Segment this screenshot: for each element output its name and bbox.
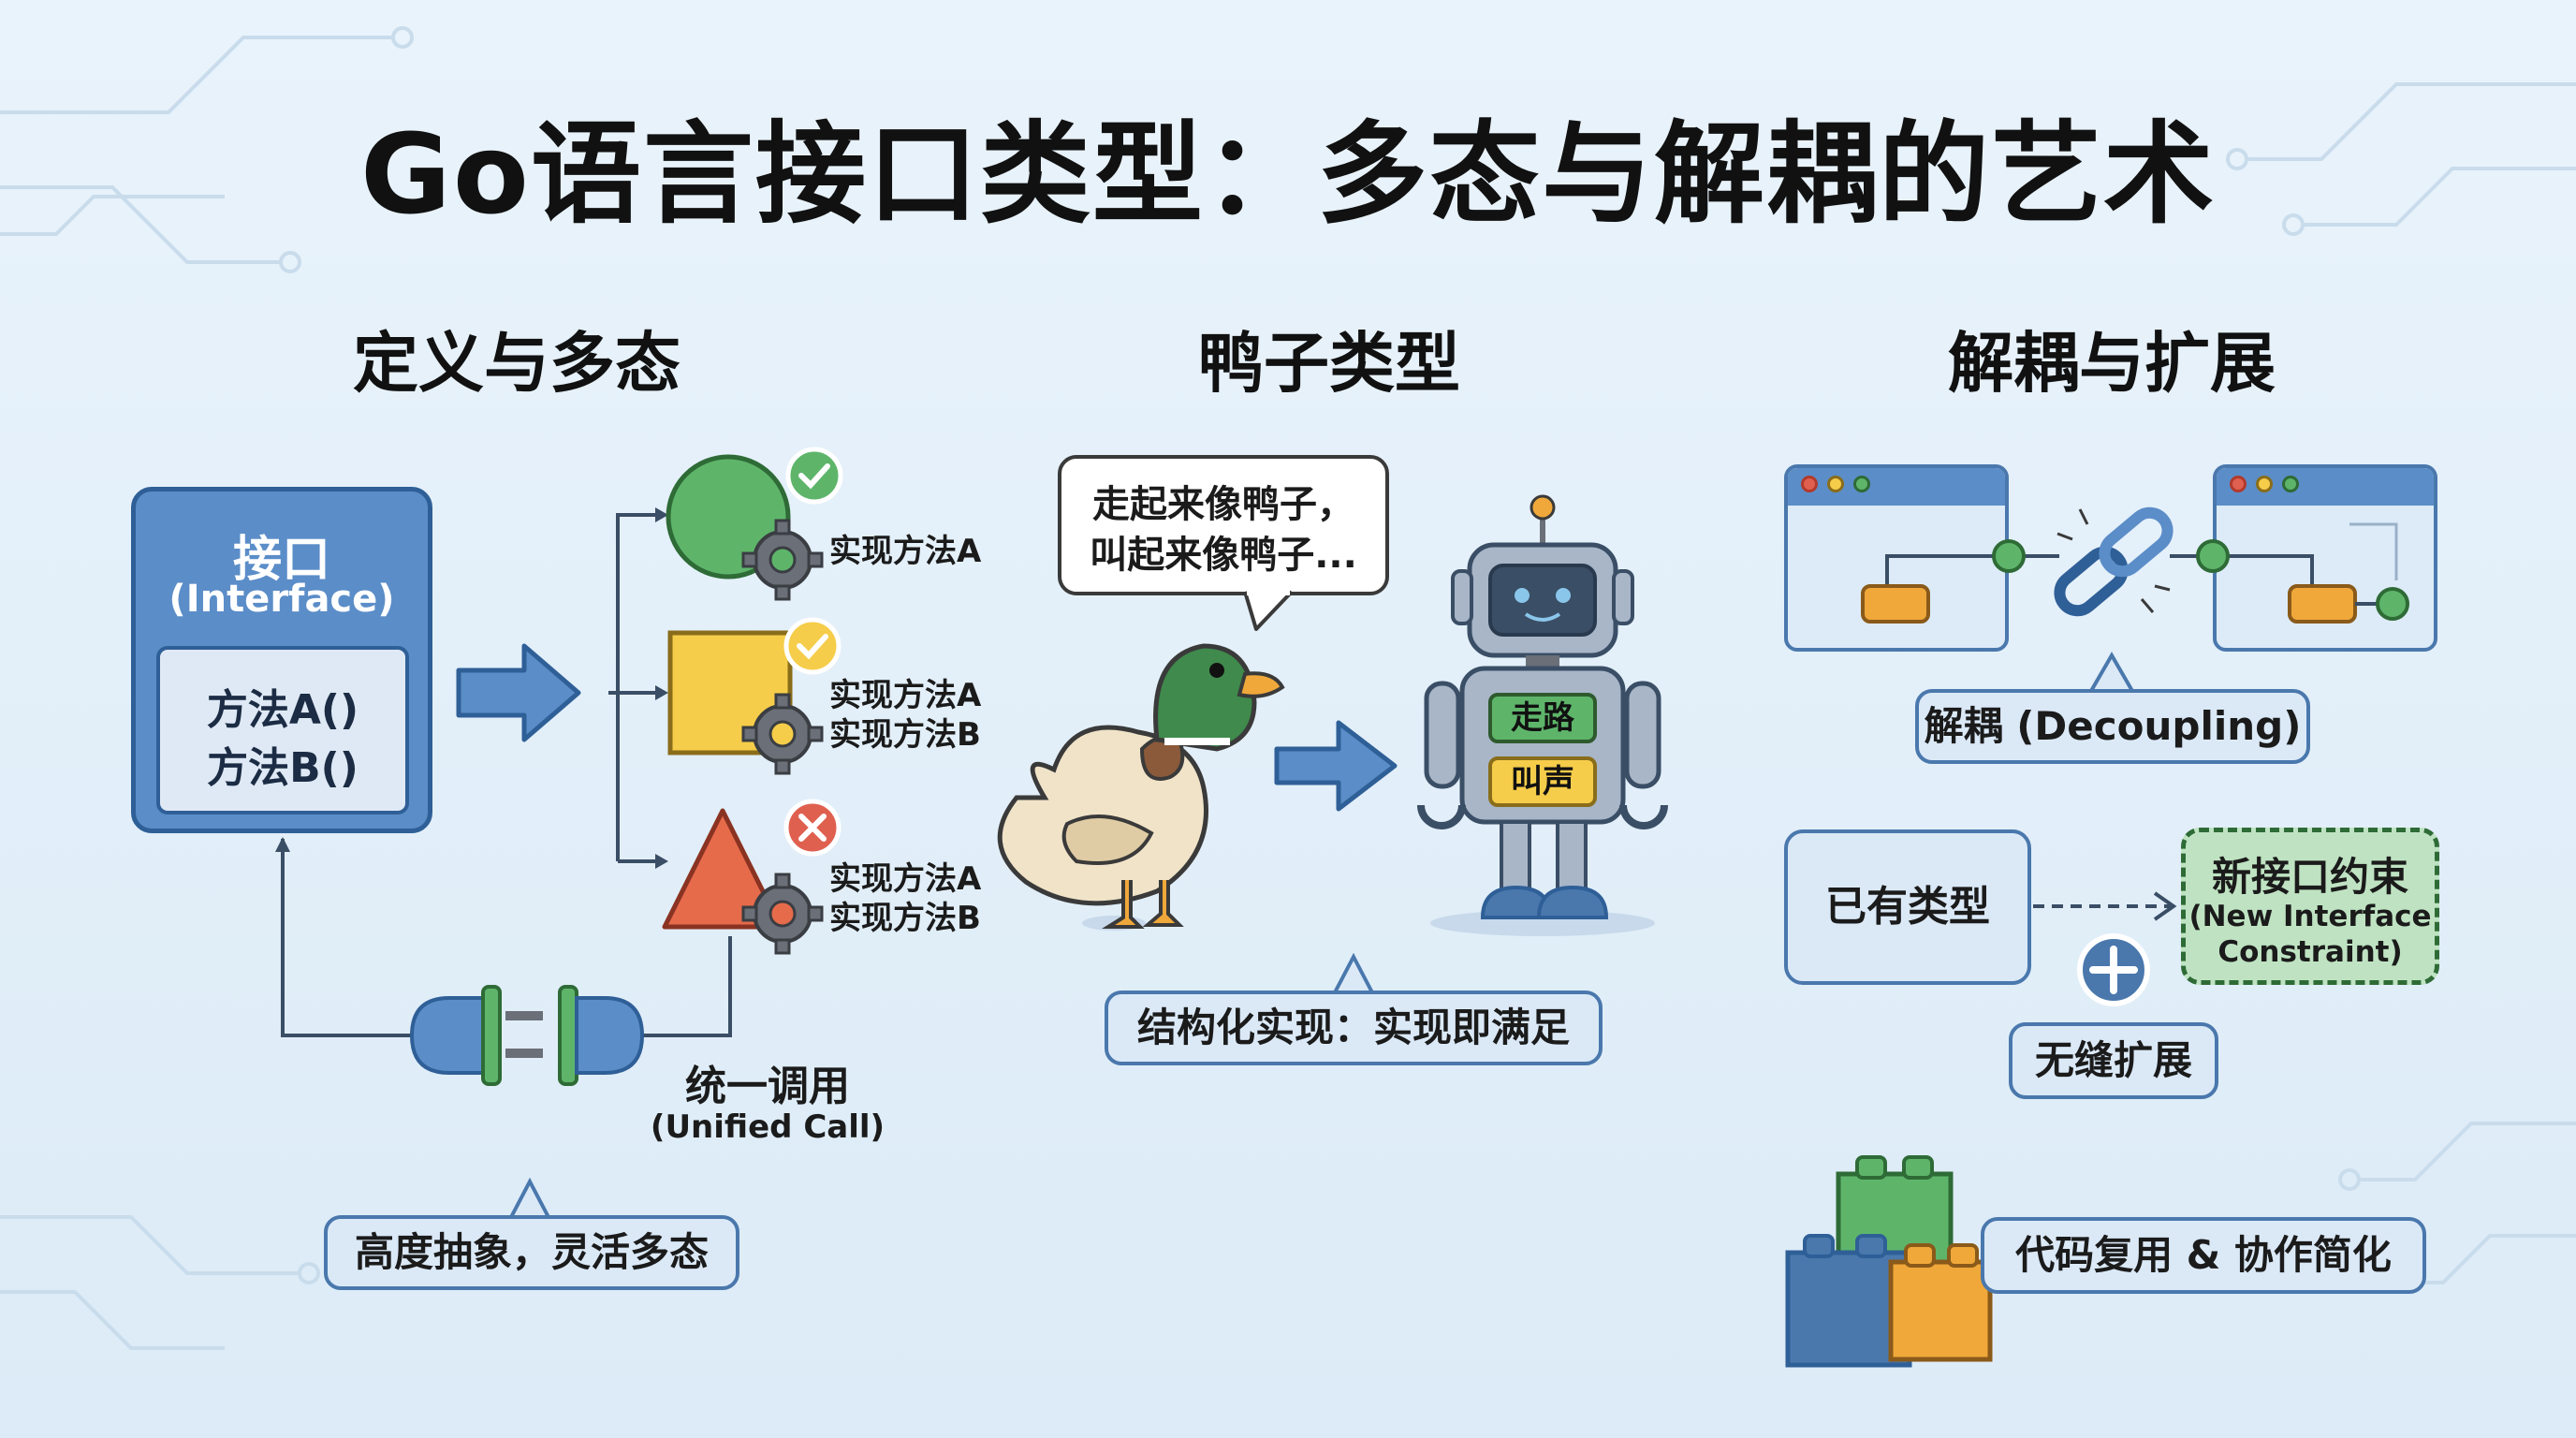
plus-icon bbox=[2077, 933, 2150, 1006]
method-b: 方法B() bbox=[207, 744, 359, 792]
section-title-duck-typing: 鸭子类型 bbox=[1198, 325, 1460, 402]
page-title: Go语言接口类型：多态与解耦的艺术 bbox=[360, 110, 2216, 239]
decoupling-label: 解耦 (Decoupling) bbox=[1915, 689, 2310, 764]
unified-call-sub: (Unified Call) bbox=[650, 1108, 886, 1146]
interface-name: 接口 bbox=[232, 532, 330, 588]
new-interface-sub-2: Constraint) bbox=[2217, 935, 2403, 969]
gear-icon bbox=[741, 519, 824, 601]
triangle-impl-label-a: 实现方法A bbox=[829, 860, 982, 898]
new-interface-box: 新接口约束 (New Interface Constraint) bbox=[2181, 828, 2439, 985]
method-a: 方法A() bbox=[206, 686, 359, 734]
seamless-extension-label: 无缝扩展 bbox=[2009, 1022, 2218, 1099]
unified-call-label: 统一调用 bbox=[685, 1063, 850, 1110]
robot-method-walk: 走路 bbox=[1488, 693, 1597, 743]
new-interface-title: 新接口约束 bbox=[2211, 854, 2408, 900]
square-impl-label-b: 实现方法B bbox=[829, 716, 981, 754]
cross-icon bbox=[783, 799, 842, 857]
left-callout: 高度抽象，灵活多态 bbox=[324, 1215, 739, 1290]
check-icon bbox=[783, 617, 842, 675]
check-icon bbox=[785, 447, 843, 505]
triangle-shape bbox=[662, 808, 783, 930]
interface-box: 接口 (Interface) 方法A() 方法B() bbox=[131, 487, 432, 833]
arrow-icon bbox=[456, 643, 581, 742]
reuse-label: 代码复用 & 协作简化 bbox=[1981, 1217, 2426, 1294]
gear-icon bbox=[741, 873, 824, 955]
duck-callout: 结构化实现：实现即满足 bbox=[1105, 990, 1603, 1065]
existing-type-box: 已有类型 bbox=[1784, 829, 2031, 985]
speech-line-2: 叫起来像鸭子... bbox=[1090, 534, 1357, 577]
gear-icon bbox=[741, 693, 824, 775]
speech-bubble: 走起来像鸭子， 叫起来像鸭子... bbox=[1058, 455, 1389, 595]
new-interface-sub-1: (New Interface bbox=[2188, 900, 2432, 933]
lego-blocks-icon bbox=[1785, 1155, 1993, 1368]
robot-method-quack: 叫声 bbox=[1488, 756, 1597, 807]
circle-impl-label: 实现方法A bbox=[829, 533, 982, 570]
triangle-impl-label-b: 实现方法B bbox=[829, 900, 981, 937]
section-title-definition: 定义与多态 bbox=[353, 325, 681, 402]
section-title-decoupling: 解耦与扩展 bbox=[1948, 325, 2276, 402]
speech-line-1: 走起来像鸭子， bbox=[1092, 483, 1354, 526]
interface-subtitle: (Interface) bbox=[168, 578, 395, 621]
definition-diagram bbox=[275, 447, 843, 1222]
chain-link-icon bbox=[2054, 506, 2174, 617]
duck-icon bbox=[997, 643, 1285, 931]
arrow-icon bbox=[1274, 720, 1398, 812]
method-list: 方法A() 方法B() bbox=[156, 646, 409, 814]
square-impl-label-a: 实现方法A bbox=[829, 677, 982, 714]
plug-icon bbox=[409, 985, 645, 1086]
